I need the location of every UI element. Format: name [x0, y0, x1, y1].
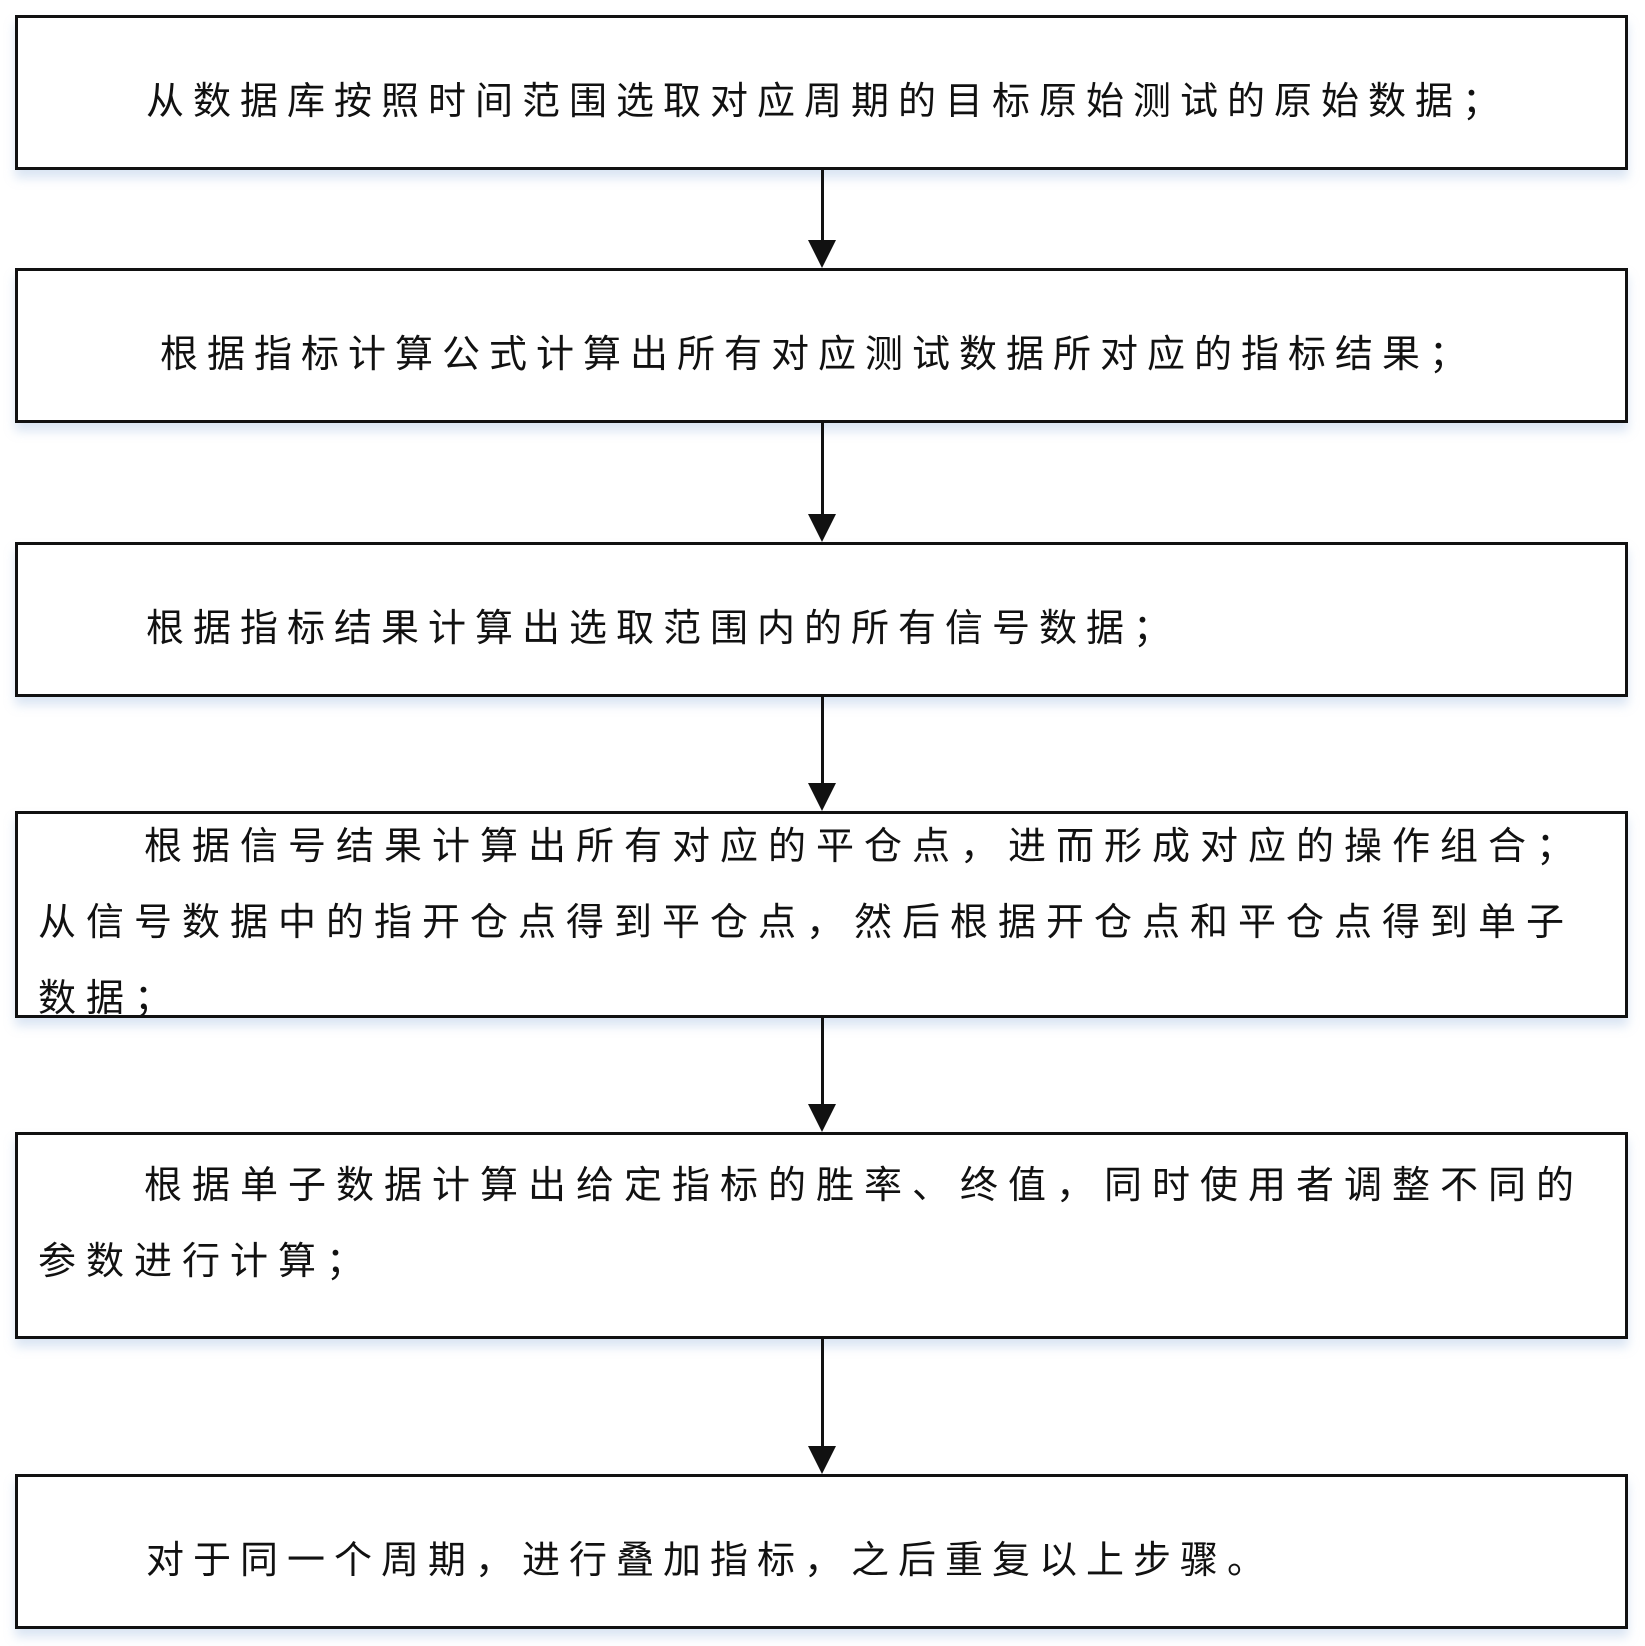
- step-6-box: 对于同一个周期，进行叠加指标，之后重复以上步骤。: [15, 1474, 1628, 1629]
- arrow-5-line: [821, 1339, 824, 1446]
- step-3-box: 根据指标结果计算出选取范围内的所有信号数据；: [15, 542, 1628, 697]
- arrow-1-line: [821, 170, 824, 242]
- arrow-3-line: [821, 697, 824, 783]
- step-2-box: 根据指标计算公式计算出所有对应测试数据所对应的指标结果；: [15, 268, 1628, 423]
- step-6-text: 对于同一个周期，进行叠加指标，之后重复以上步骤。: [146, 1538, 1275, 1582]
- arrow-3-head: [808, 783, 836, 811]
- step-2-text: 根据指标计算公式计算出所有对应测试数据所对应的指标结果；: [160, 332, 1477, 376]
- arrow-4-line: [821, 1018, 824, 1104]
- step-3-text: 根据指标结果计算出选取范围内的所有信号数据；: [146, 606, 1181, 650]
- step-5-box: 根据单子数据计算出给定指标的胜率、终值，同时使用者调整不同的参数进行计算；: [15, 1132, 1628, 1339]
- step-5-text: 根据单子数据计算出给定指标的胜率、终值，同时使用者调整不同的参数进行计算；: [38, 1163, 1585, 1283]
- arrow-1-head: [808, 240, 836, 268]
- step-4-text: 根据信号结果计算出所有对应的平仓点，进而形成对应的操作组合；从信号数据中的指开仓…: [38, 824, 1585, 1020]
- arrow-2-line: [821, 423, 824, 516]
- step-1-text: 从数据库按照时间范围选取对应周期的目标原始测试的原始数据；: [146, 79, 1510, 123]
- arrow-5-head: [808, 1446, 836, 1474]
- step-1-box: 从数据库按照时间范围选取对应周期的目标原始测试的原始数据；: [15, 15, 1628, 170]
- arrow-2-head: [808, 514, 836, 542]
- step-4-box: 根据信号结果计算出所有对应的平仓点，进而形成对应的操作组合；从信号数据中的指开仓…: [15, 811, 1628, 1020]
- arrow-4-head: [808, 1104, 836, 1132]
